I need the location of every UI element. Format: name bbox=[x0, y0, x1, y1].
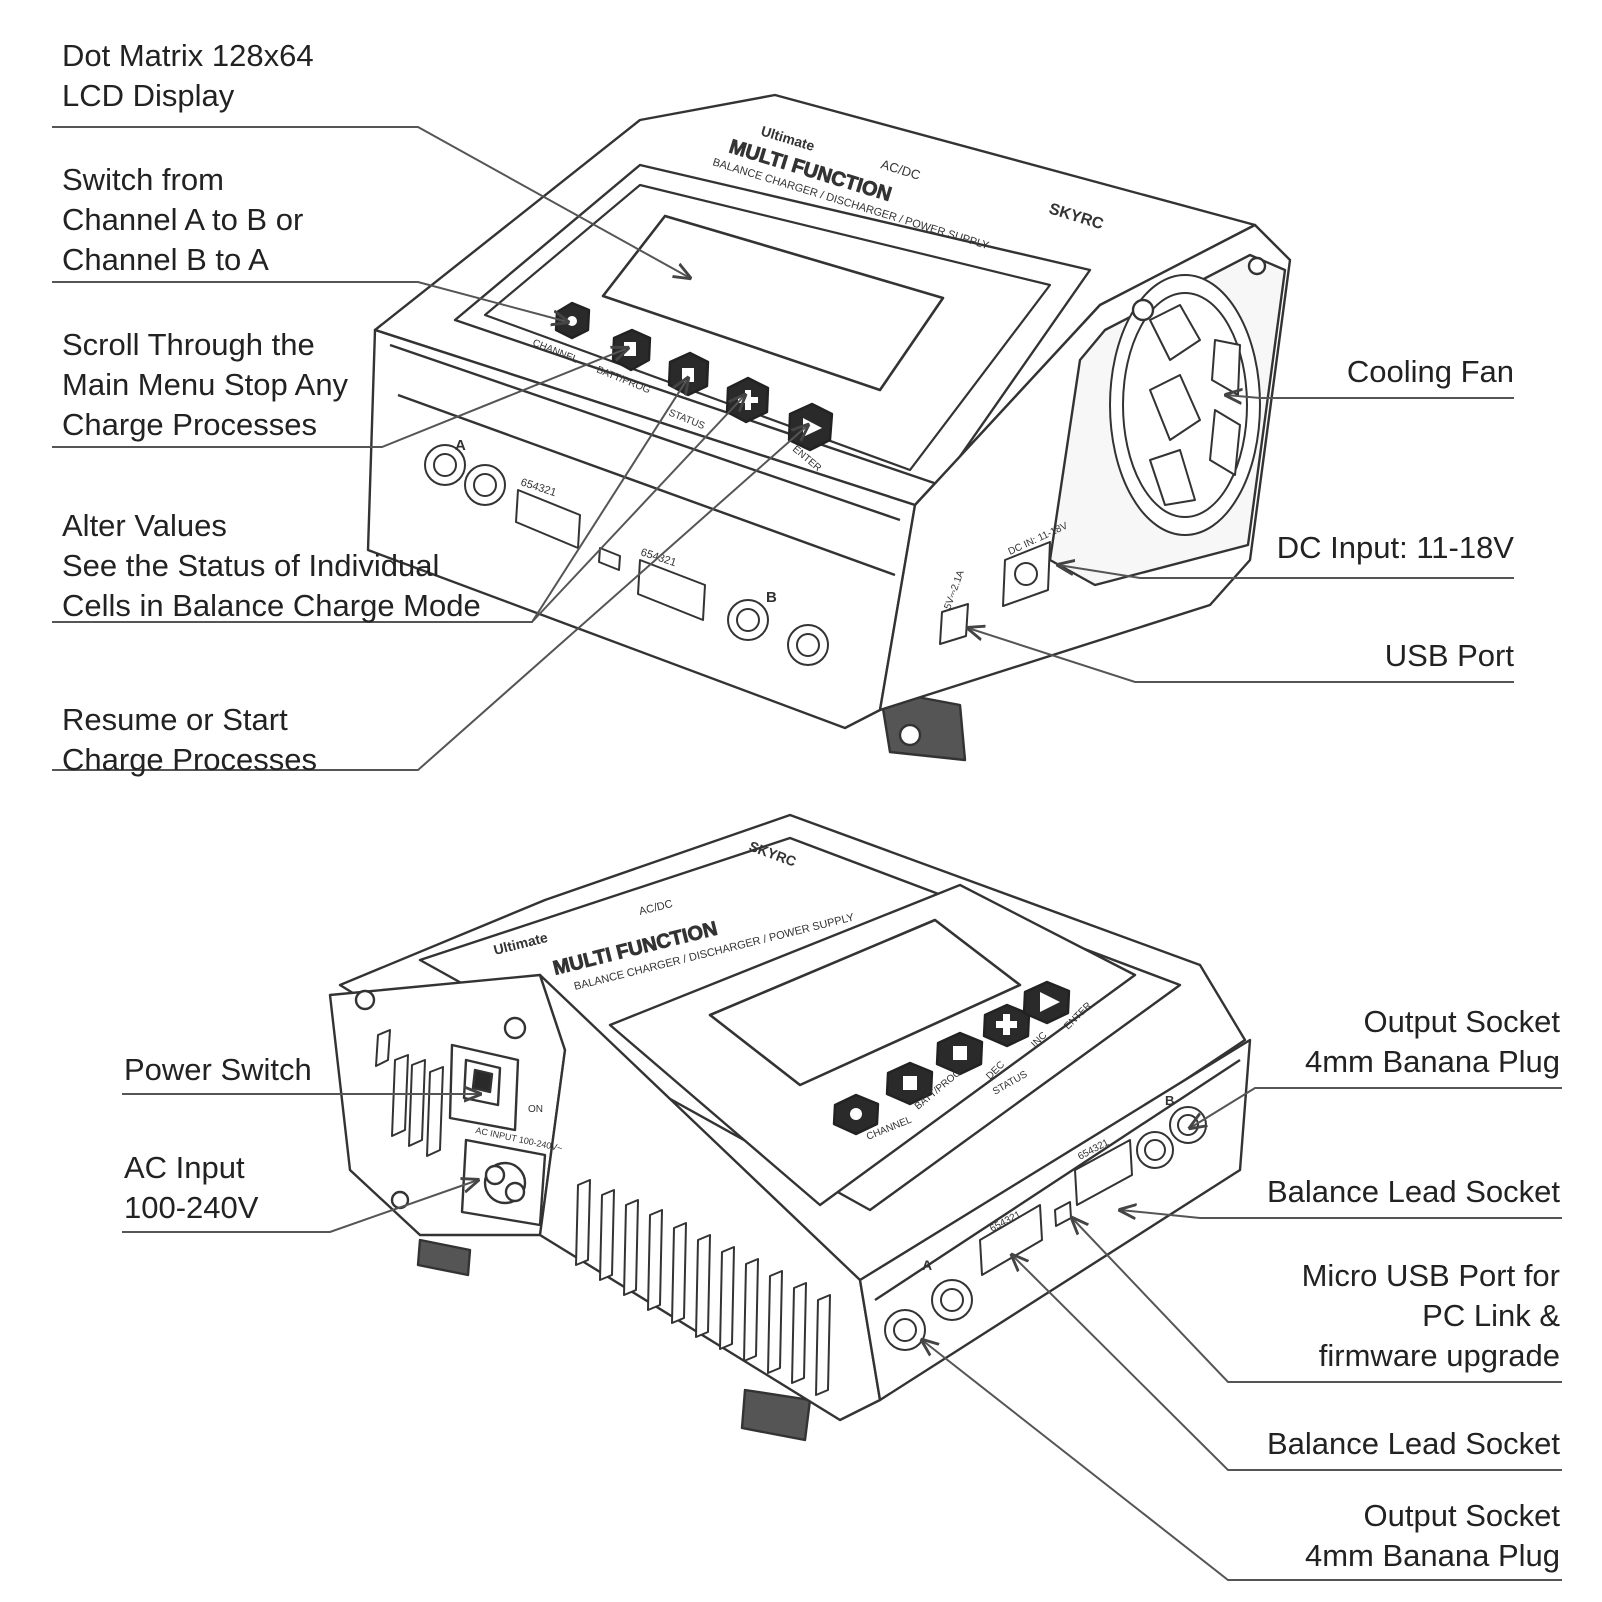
callout-ac-input: AC Input 100-240V bbox=[124, 1150, 259, 1225]
top-charger bbox=[366, 93, 1292, 762]
cooling-fan-icon bbox=[1109, 274, 1261, 536]
callout-lcd-display: Dot Matrix 128x64 LCD Display bbox=[62, 38, 314, 113]
callout-alter-values: Alter Values See the Status of Individua… bbox=[62, 508, 481, 623]
bottom-charger bbox=[328, 813, 1252, 1442]
svg-text:A: A bbox=[922, 1257, 932, 1273]
lcd-screen-bottom bbox=[708, 918, 1022, 1087]
svg-text:B: B bbox=[766, 589, 777, 606]
callout-output-socket-b: Output Socket 4mm Banana Plug bbox=[1304, 1004, 1560, 1079]
leader-lines bbox=[52, 126, 1562, 1581]
svg-text:ON: ON bbox=[528, 1104, 543, 1115]
callout-cooling-fan: Cooling Fan bbox=[1346, 354, 1514, 389]
callout-power-switch: Power Switch bbox=[124, 1052, 312, 1087]
callout-balance-socket-b: Balance Lead Socket bbox=[1267, 1174, 1560, 1209]
callout-balance-socket-a: Balance Lead Socket bbox=[1267, 1426, 1560, 1461]
callout-resume-start: Resume or Start Charge Processes bbox=[62, 702, 318, 777]
callout-dc-input: DC Input: 11-18V bbox=[1276, 530, 1514, 565]
svg-text:A: A bbox=[455, 437, 466, 454]
svg-text:B: B bbox=[1165, 1093, 1174, 1108]
callout-scroll-main-menu: Scroll Through the Main Menu Stop Any Ch… bbox=[62, 327, 349, 442]
vent-slats bbox=[575, 1179, 831, 1396]
callout-output-socket-a: Output Socket 4mm Banana Plug bbox=[1304, 1498, 1560, 1573]
callout-channel-switch: Switch from Channel A to B or Channel B … bbox=[62, 162, 304, 277]
callout-micro-usb: Micro USB Port for PC Link & firmware up… bbox=[1301, 1258, 1560, 1373]
callout-usb-port: USB Port bbox=[1384, 638, 1514, 673]
lcd-screen bbox=[601, 214, 945, 392]
